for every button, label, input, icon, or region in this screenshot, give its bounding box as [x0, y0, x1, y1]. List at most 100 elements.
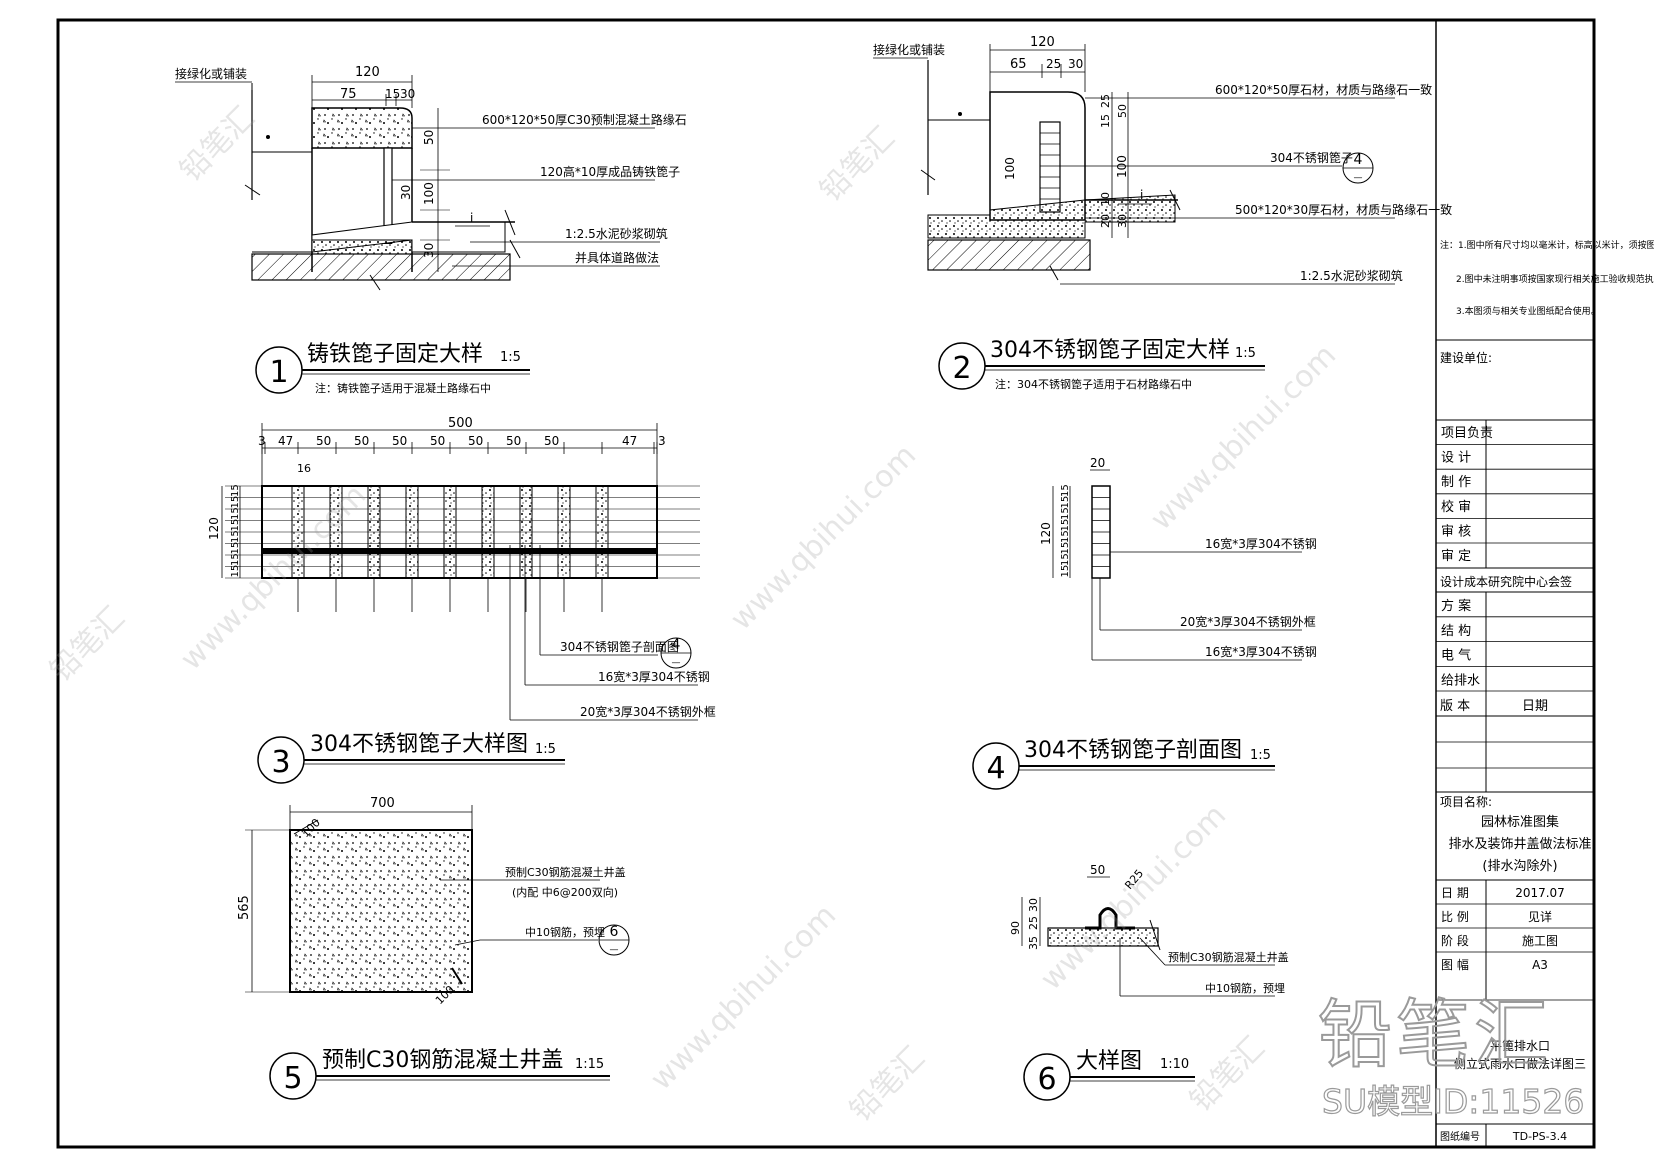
d3-frame-label: 20宽*3厚304不锈钢外框: [580, 704, 716, 719]
tb-role-label: 校 审: [1441, 499, 1471, 515]
d2-note: 注：304不锈钢箆子适用于石材路缘石中: [995, 377, 1192, 391]
d5-dim-width: 700: [370, 796, 395, 811]
tb-discipline-label: 方 案: [1441, 598, 1471, 614]
d3-scale: 1:5: [535, 742, 556, 757]
d6-number: 6: [1037, 1062, 1056, 1097]
d2-dim-v2: 25: [1099, 94, 1112, 108]
d4-side-dim: 15: [1060, 530, 1071, 543]
d3-dim-total: 500: [448, 416, 473, 431]
d5-ref-sheet: —: [610, 945, 619, 955]
d3-section-label: 304不锈钢箆子剖面图: [560, 640, 679, 654]
d1-dim-c: 30: [400, 87, 415, 101]
d2-dim-v8: 30: [1116, 214, 1129, 228]
d1-title: 铸铁箆子固定大样: [307, 342, 483, 367]
brand-logo-watermark: 铅笔汇: [1317, 991, 1552, 1079]
d3-top-dim: 50: [506, 434, 521, 448]
tb-sheet-no-label: 图纸编号: [1440, 1130, 1480, 1143]
d1-slope: i: [470, 211, 473, 225]
d3-side-dim: 15: [230, 553, 241, 566]
tb-discipline-label: 给排水: [1441, 673, 1480, 688]
d4-dim-height: 120: [1039, 522, 1053, 545]
tb-sheet-no: TD-PS-3.4: [1512, 1130, 1567, 1143]
d2-dim-v4: 100: [1003, 157, 1017, 180]
tb-info-key: 图 幅: [1441, 957, 1469, 972]
d2-number: 2: [952, 351, 971, 386]
d1-grate-label: 120高*10厚成品铸铁箆子: [540, 164, 680, 179]
d3-ref-num: 4: [672, 637, 681, 653]
d6-cover-label: 预制C30钢筋混凝土井盖: [1168, 950, 1289, 964]
tb-note-2: 2.图中未注明事项按国家现行相关施工验收规范执行。: [1456, 273, 1654, 285]
d2-dim-v7: 20: [1099, 214, 1112, 228]
d1-curb-label: 600*120*50厚C30预制混凝土路缘石: [482, 112, 687, 127]
d4-side-dim: 15: [1060, 542, 1071, 555]
d1-paving-label: 接绿化或铺装: [175, 66, 247, 81]
d5-dim-height: 565: [237, 895, 252, 920]
tb-company: 设计成本研究院中心会签: [1440, 574, 1572, 589]
d4-side-dim: 15: [1060, 553, 1071, 566]
tb-discipline-label: 结 构: [1441, 624, 1471, 639]
tb-date-col-label: 日期: [1522, 699, 1548, 714]
tb-project-line-2: 排水及装饰井盖做法标准: [1448, 837, 1591, 852]
d5-rebar-label: (内配 中6@200双向): [512, 885, 618, 899]
d3-top-dim: 50: [544, 434, 559, 448]
d4-side-dim: 15: [1060, 565, 1071, 578]
d1-dim-total: 120: [355, 65, 380, 80]
d2-grate-label: 304不锈钢箆子: [1270, 151, 1353, 165]
tb-discipline-label: 电 气: [1441, 648, 1471, 664]
detail-6-hook: 50 R25 30 25 35 90 预制C30钢筋混凝土井盖 中10钢筋，预埋…: [1009, 863, 1289, 1101]
d4-frame-label: 20宽*3厚304不锈钢外框: [1180, 614, 1316, 629]
d3-dim-height: 120: [207, 517, 221, 540]
d6-dim-h3: 35: [1027, 936, 1040, 950]
outer-frame: [56, 18, 1596, 1149]
d1-mortar-label: 1:2.5水泥砂浆砌筑: [565, 226, 668, 241]
d4-side-dim: 15: [1060, 519, 1071, 532]
d1-dim-v2: 30: [399, 185, 413, 200]
d1-note: 注：铸铁箆子适用于混凝土路缘石中: [315, 381, 491, 395]
d2-title: 304不锈钢箆子固定大样: [990, 338, 1230, 363]
d2-paving-label: 接绿化或铺装: [873, 42, 945, 57]
d2-dim-c: 30: [1068, 57, 1083, 71]
d4-dim-width: 20: [1090, 456, 1105, 470]
d4-section-bars: [1092, 497, 1110, 567]
tb-note-3: 3.本图须与相关专业图纸配合使用。: [1456, 305, 1600, 317]
d5-number: 5: [283, 1061, 302, 1096]
d4-scale: 1:5: [1250, 748, 1271, 763]
d3-top-dim: 50: [316, 434, 331, 448]
d3-grate-bars: [225, 485, 700, 612]
d2-dim-v3: 50: [1116, 104, 1129, 118]
d3-top-dim: 47: [622, 434, 637, 448]
d2-dim-v5: 100: [1115, 155, 1129, 178]
d5-cover-label: 预制C30钢筋混凝土井盖: [505, 865, 626, 879]
d2-scale: 1:5: [1235, 346, 1256, 361]
d2-curb-label: 600*120*50厚石材，材质与路缘石一致: [1215, 82, 1432, 97]
d3-top-dim: 50: [468, 434, 483, 448]
d1-base-label: 并具体道路做法: [575, 250, 659, 265]
d6-dim-r: R25: [1122, 867, 1146, 892]
d5-hook-label: 中10钢筋，预埋: [525, 925, 605, 939]
d1-dim-v4: 30: [422, 243, 436, 258]
d1-dim-b: 15: [385, 87, 400, 101]
d2-dim-a: 65: [1010, 57, 1027, 72]
d4-title: 304不锈钢箆子剖面图: [1024, 738, 1242, 763]
d6-dim-h2: 25: [1027, 916, 1040, 930]
d2-slope: i: [1140, 188, 1143, 202]
d3-number: 3: [271, 745, 290, 780]
d5-scale: 1:15: [575, 1057, 604, 1072]
d3-side-dim: 15: [230, 530, 241, 543]
tb-info-value: 施工图: [1522, 934, 1558, 948]
d6-dim-h1: 30: [1027, 898, 1040, 912]
d3-side-dim: 15: [230, 507, 241, 520]
d3-side-dim: 15: [230, 484, 241, 497]
d1-dim-v1: 50: [422, 130, 436, 145]
d1-dim-v3: 100: [422, 182, 436, 205]
d3-ref-sheet: —: [672, 658, 681, 668]
tb-info-key: 日 期: [1441, 886, 1469, 900]
d4-side-dim: 15: [1060, 484, 1071, 497]
d6-dim-w: 50: [1090, 863, 1105, 877]
